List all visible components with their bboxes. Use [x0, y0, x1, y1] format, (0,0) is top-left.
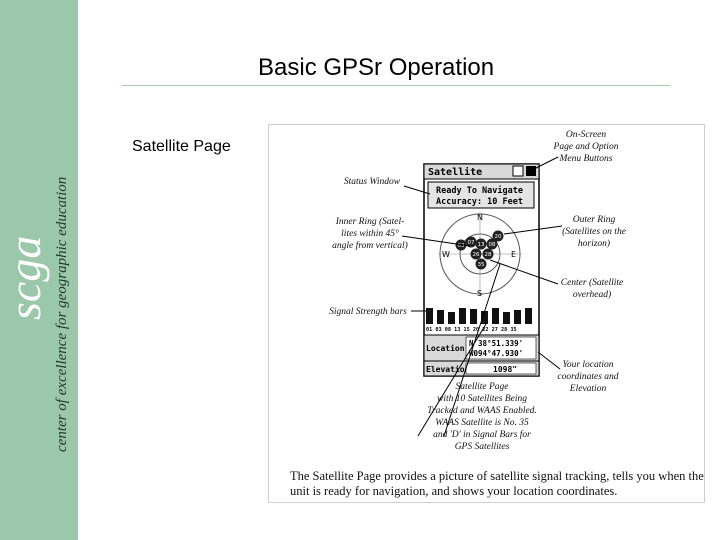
- device-header-label: Satellite: [428, 166, 482, 178]
- satellite-marker: 20: [492, 230, 504, 242]
- satellite-id: 28: [485, 252, 492, 258]
- svg-text:lites within 45°: lites within 45°: [341, 228, 399, 239]
- svg-text:and 'D' in Signal Bars for: and 'D' in Signal Bars for: [433, 429, 531, 440]
- signal-bar: [437, 310, 444, 324]
- satellite-marker: 13: [475, 238, 487, 250]
- signal-bar: [481, 311, 488, 324]
- svg-text:Outer Ring: Outer Ring: [573, 215, 616, 225]
- callout-inner-ring: Inner Ring (Satel- lites within 45° angl…: [332, 216, 408, 251]
- satellite-marker: 07: [465, 236, 477, 248]
- compass-e: E: [511, 250, 516, 259]
- svg-text:Tracked and WAAS Enabled.: Tracked and WAAS Enabled.: [427, 406, 537, 416]
- title-divider: [122, 85, 670, 86]
- svg-text:On-Screen: On-Screen: [566, 130, 607, 140]
- svg-text:Page and Option: Page and Option: [553, 142, 619, 152]
- sidebar-tagline: center of excellence for geographic educ…: [54, 177, 70, 452]
- satellite-id: 35: [478, 262, 485, 268]
- compass-s: S: [477, 289, 482, 298]
- satellite-id: 08: [489, 242, 496, 248]
- figure-caption-line-2: unit is ready for navigation, and shows …: [290, 484, 617, 498]
- slide-subtitle: Satellite Page: [132, 138, 231, 155]
- signal-strength-bars: [426, 308, 532, 324]
- satellite-marker: 35: [475, 258, 487, 270]
- sidebar-logo: scga: [0, 236, 50, 320]
- callout-center: Center (Satellite overhead): [561, 277, 624, 300]
- gps-device: Satellite Ready To Navigate Accuracy: 10…: [423, 163, 540, 377]
- status-line-2: Accuracy: 10 Feet: [436, 197, 523, 207]
- svg-text:Your location: Your location: [562, 360, 613, 370]
- svg-text:Inner Ring (Satel-: Inner Ring (Satel-: [335, 216, 405, 227]
- svg-text:Center (Satellite: Center (Satellite: [561, 277, 624, 288]
- signal-bar: [426, 308, 433, 324]
- svg-text:overhead): overhead): [573, 289, 611, 300]
- svg-text:WAAS Satellite is No. 35: WAAS Satellite is No. 35: [435, 418, 529, 428]
- signal-bar: [459, 308, 466, 324]
- svg-text:Status Window: Status Window: [344, 177, 401, 187]
- satellite-marker: 26: [470, 248, 482, 260]
- location-lat: N 38°51.339': [469, 339, 523, 348]
- callout-outer-ring: Outer Ring (Satellites on the horizon): [562, 215, 626, 249]
- svg-text:with 10 Satellites Being: with 10 Satellites Being: [437, 394, 527, 404]
- sidebar: scga center of excellence for geographic…: [0, 0, 78, 540]
- satellite-id: 20: [495, 234, 502, 240]
- signal-bar: [525, 308, 532, 324]
- sidebar-band: scga center of excellence for geographic…: [0, 0, 78, 540]
- satellite-id: 26: [473, 252, 480, 258]
- signal-bar: [448, 312, 455, 324]
- svg-text:horizon): horizon): [578, 238, 610, 249]
- callout-on-screen-buttons: On-Screen Page and Option Menu Buttons: [553, 130, 619, 164]
- signal-bar: [492, 308, 499, 324]
- satellite-id: 13: [478, 242, 485, 248]
- location-label: Location: [426, 343, 465, 353]
- signal-bar-numbers: 01 03 08 13 15 20 22 27 28 35: [426, 327, 517, 333]
- page-button[interactable]: [512, 165, 524, 177]
- satellite-page-figure: Satellite Ready To Navigate Accuracy: 10…: [290, 130, 704, 498]
- svg-text:Menu Buttons: Menu Buttons: [558, 154, 612, 164]
- svg-text:Satellite Page: Satellite Page: [455, 382, 508, 392]
- page-title: Basic GPSr Operation: [258, 54, 495, 81]
- svg-text:angle from vertical): angle from vertical): [332, 240, 408, 251]
- compass-n: N: [477, 213, 483, 222]
- callout-satellite-page: Satellite Page with 10 Satellites Being …: [427, 382, 537, 452]
- elevation-label: Elevation: [426, 364, 470, 374]
- status-window: [427, 181, 535, 209]
- callout-status-window: Status Window: [344, 177, 401, 187]
- svg-text:(Satellites on the: (Satellites on the: [562, 226, 626, 237]
- satellite-id: 03: [458, 243, 465, 249]
- signal-bar: [503, 312, 510, 324]
- svg-text:GPS Satellites: GPS Satellites: [455, 442, 510, 452]
- satellite-id: 07: [468, 240, 475, 246]
- figure-caption-line-1: The Satellite Page provides a picture of…: [290, 469, 704, 483]
- satellite-marker: 28: [482, 248, 494, 260]
- signal-bar: [470, 309, 477, 324]
- callout-signal-strength: Signal Strength bars: [329, 307, 407, 317]
- option-menu-button[interactable]: [526, 166, 536, 176]
- elevation-value: 1098": [493, 365, 517, 374]
- callout-location: Your location coordinates and Elevation: [557, 360, 618, 394]
- satellite-marker: 08: [486, 238, 498, 250]
- callout-leaders: [401, 156, 563, 437]
- signal-bar: [514, 310, 521, 324]
- compass-w: W: [442, 250, 450, 259]
- status-line-1: Ready To Navigate: [436, 185, 523, 196]
- location-lon: W094°47.930': [469, 349, 523, 358]
- svg-text:Signal Strength bars: Signal Strength bars: [329, 307, 407, 317]
- svg-text:Elevation: Elevation: [569, 384, 607, 394]
- svg-text:coordinates and: coordinates and: [557, 372, 618, 382]
